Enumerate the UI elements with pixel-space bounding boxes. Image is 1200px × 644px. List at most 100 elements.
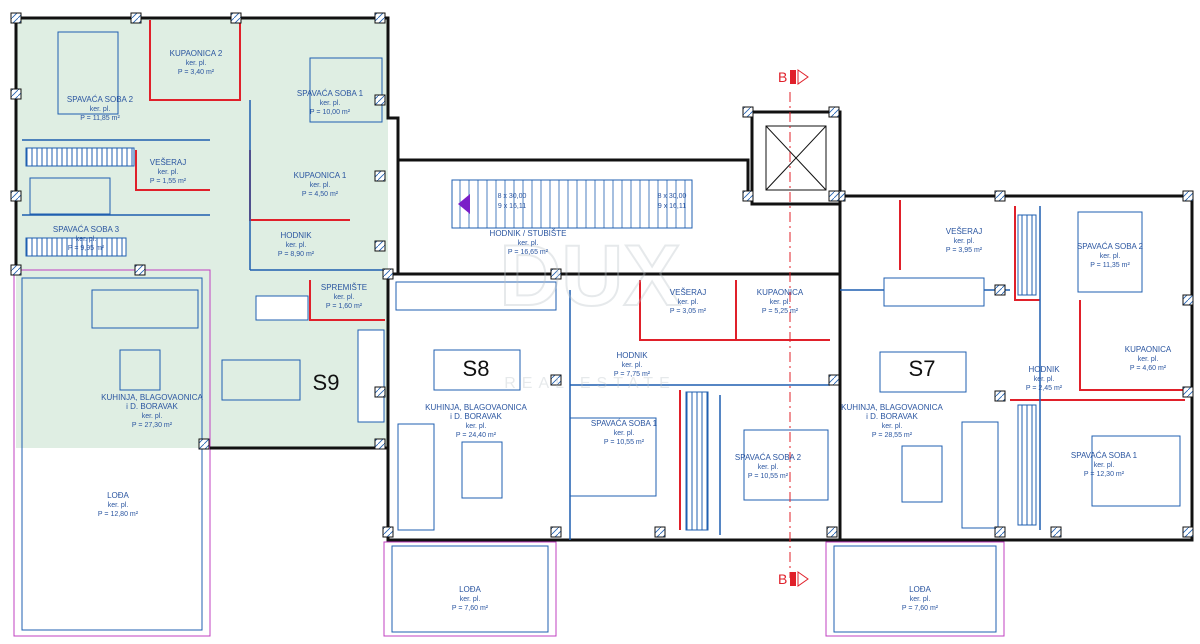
column (374, 438, 386, 450)
room-floor: ker. pl. (954, 238, 975, 245)
room-area: P = 10,00 m² (310, 109, 351, 116)
room-area: P = 3,95 m² (946, 247, 983, 254)
room-area: P = 4,50 m² (302, 191, 339, 198)
room-area: P = 3,05 m² (670, 308, 707, 315)
room-name: SPREMIŠTE (321, 283, 367, 292)
svg-text:REAL ESTATE: REAL ESTATE (504, 375, 676, 392)
watermark: DUX REAL ESTATE (498, 227, 682, 392)
room-name: i D. BORAVAK (126, 402, 178, 411)
room-area: P = 1,60 m² (326, 303, 363, 310)
unit-label: S7 (909, 356, 936, 381)
room-name: HODNIK (616, 351, 648, 360)
room-name: SPAVAĆA SOBA 3 (53, 225, 120, 234)
room-floor: ker. pl. (1094, 462, 1115, 469)
elevator-icon (765, 125, 827, 191)
column (550, 374, 562, 386)
room-floor: ker. pl. (142, 413, 163, 420)
room-floor: ker. pl. (758, 464, 779, 471)
wardrobes (25, 147, 1037, 531)
column (1182, 294, 1194, 306)
room-area: P = 11,85 m² (80, 115, 120, 122)
room-name: KUPAONICA 2 (170, 49, 223, 58)
room-floor: ker. pl. (678, 299, 699, 306)
room-labels: SPAVAĆA SOBA 2 ker. pl. P = 11,85 m² KUPAON… (53, 49, 1172, 612)
column (994, 190, 1006, 202)
column (1182, 386, 1194, 398)
svg-text:9 x 16,11: 9 x 16,11 (498, 203, 526, 210)
room-floor: ker. pl. (334, 294, 355, 301)
column (382, 526, 394, 538)
room-area: P = 1,55 m² (150, 178, 187, 185)
column (230, 12, 242, 24)
room-name: KUPAONICA (1125, 345, 1172, 354)
walls (14, 16, 1194, 542)
room-name: KUPAONICA (757, 288, 804, 297)
furniture (29, 31, 1181, 531)
room-floor: ker. pl. (320, 100, 341, 107)
room-name: VEŠERAJ (670, 288, 706, 297)
room-floor: ker. pl. (186, 60, 207, 67)
room-name: HODNIK (280, 231, 312, 240)
room-area: P = 24,40 m² (456, 432, 497, 439)
room-name: KUHINJA, BLAGOVAONICA (101, 393, 203, 402)
column (1182, 526, 1194, 538)
room-name: SPAVAĆA SOBA 2 (67, 95, 134, 104)
room-name: LOĐA (107, 491, 129, 500)
room-area: P = 9,95 m² (68, 245, 105, 252)
room-floor: ker. pl. (1100, 253, 1121, 260)
column (374, 170, 386, 182)
column (1182, 190, 1194, 202)
room-name: KUPAONICA 1 (294, 171, 347, 180)
room-floor: ker. pl. (622, 362, 643, 369)
column (10, 88, 22, 100)
room-floor: ker. pl. (910, 596, 931, 603)
room-area: P = 28,55 m² (872, 432, 913, 439)
column (130, 12, 142, 24)
room-floor: ker. pl. (1138, 356, 1159, 363)
svg-text:9 x 16,11: 9 x 16,11 (658, 203, 686, 210)
stair-dimensions: 8 x 30,00 9 x 16,11 8 x 30,00 9 x 16,11 (498, 193, 687, 210)
accent-walls (135, 20, 1185, 530)
room-area: P = 7,75 m² (614, 371, 651, 378)
column (828, 106, 840, 118)
room-floor: ker. pl. (518, 240, 539, 247)
svg-text:DUX: DUX (499, 228, 681, 324)
room-area: P = 8,90 m² (278, 251, 315, 258)
column (10, 264, 22, 276)
unit-label: S9 (313, 370, 340, 395)
room-name: SPAVAĆA SOBA 2 (1077, 242, 1144, 251)
room-floor: ker. pl. (158, 169, 179, 176)
svg-text:8 x 30,00: 8 x 30,00 (498, 193, 527, 200)
room-name: SPAVAĆA SOBA 1 (1071, 451, 1138, 460)
room-name: i D. BORAVAK (450, 412, 502, 421)
room-area: P = 4,60 m² (1130, 365, 1167, 372)
column (826, 526, 838, 538)
unit-label: S8 (463, 356, 490, 381)
room-floor: ker. pl. (90, 106, 111, 113)
column (994, 284, 1006, 296)
column (198, 438, 210, 450)
structural-columns (10, 12, 1194, 538)
room-name: KUHINJA, BLAGOVAONICA (425, 403, 527, 412)
column (134, 264, 146, 276)
room-area: P = 12,30 m² (1084, 471, 1125, 478)
room-floor: ker. pl. (286, 242, 307, 249)
room-name: SPAVAĆA SOBA 2 (735, 453, 802, 462)
column (994, 390, 1006, 402)
room-floor: ker. pl. (108, 502, 129, 509)
column (654, 526, 666, 538)
room-floor: ker. pl. (310, 182, 331, 189)
unit-labels: S9 S8 S7 (313, 356, 936, 395)
room-floor: ker. pl. (1034, 376, 1055, 383)
room-area: P = 11,35 m² (1090, 262, 1130, 269)
room-area: P = 3,40 m² (178, 69, 215, 76)
column (374, 12, 386, 24)
section-line: B B (778, 69, 809, 587)
room-name: VEŠERAJ (150, 158, 186, 167)
room-area: P = 16,65 m² (508, 249, 549, 256)
section-marker-top: B (778, 69, 787, 85)
column (374, 94, 386, 106)
room-name: VEŠERAJ (946, 227, 982, 236)
room-area: P = 7,60 m² (902, 605, 939, 612)
